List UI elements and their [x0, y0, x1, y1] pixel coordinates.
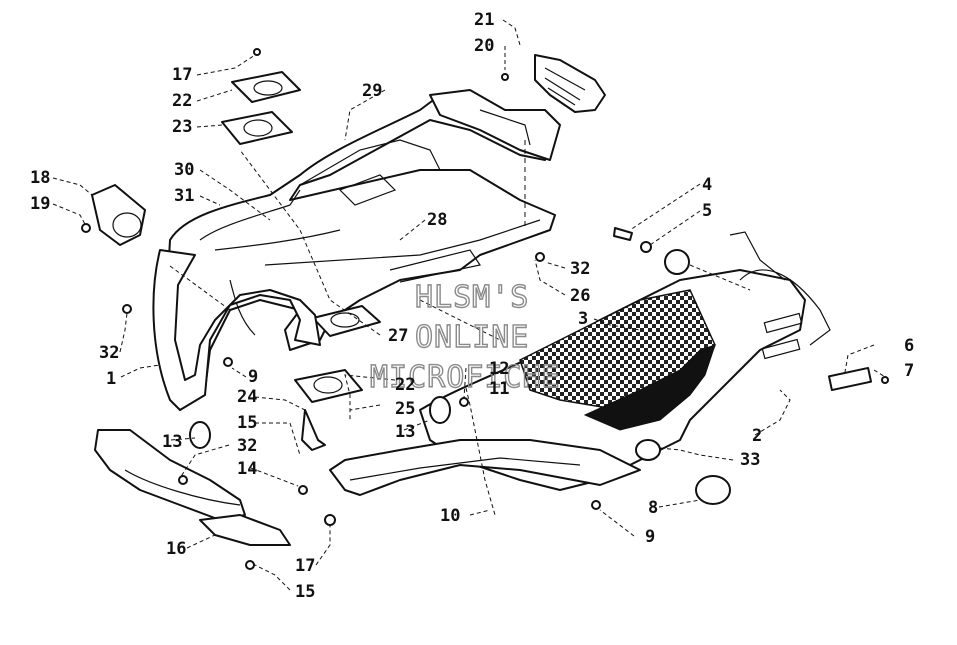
callout-31: 31 [174, 186, 194, 206]
right-side-panel [419, 231, 831, 491]
callout-32-bottom: 32 [237, 436, 257, 456]
leader-lines [52, 19, 888, 591]
callout-26: 26 [570, 286, 590, 306]
callout-19: 19 [30, 194, 50, 214]
callout-7: 7 [904, 361, 914, 381]
callout-17-top: 17 [172, 65, 192, 85]
callout-18: 18 [30, 168, 50, 188]
callout-13-mid: 13 [395, 422, 415, 442]
callout-4: 4 [702, 175, 712, 195]
callout-9-right: 9 [645, 527, 655, 547]
callout-15-bottom: 15 [295, 582, 315, 602]
grommet-cup [91, 184, 146, 246]
callout-3: 3 [578, 309, 588, 329]
callout-13-left: 13 [162, 432, 182, 452]
lower-front-bumper [329, 439, 641, 496]
callout-6: 6 [904, 336, 914, 356]
callout-24: 24 [237, 387, 257, 407]
callout-30: 30 [174, 160, 194, 180]
callout-2: 2 [752, 426, 762, 446]
callout-11: 11 [489, 379, 509, 399]
callout-23: 23 [172, 117, 192, 137]
callout-5: 5 [702, 201, 712, 221]
callout-21: 21 [474, 10, 494, 30]
handlebar-bracket [429, 54, 606, 161]
callout-32-left: 32 [99, 343, 119, 363]
watermark: HLSM'S ONLINE MICROFICHE [369, 279, 561, 395]
callout-9-left: 9 [248, 367, 258, 387]
callout-10: 10 [440, 506, 460, 526]
callout-25: 25 [395, 399, 415, 419]
callout-14: 14 [237, 459, 257, 479]
callout-22-mid: 22 [395, 375, 415, 395]
watermark-line-2: ONLINE [415, 320, 529, 355]
callout-28: 28 [427, 210, 447, 230]
callout-labels: 21 20 29 17 22 23 30 31 28 18 19 4 5 32 … [30, 10, 914, 602]
callout-1: 1 [106, 369, 116, 389]
callout-16: 16 [166, 539, 186, 559]
gasket-plates [221, 71, 381, 403]
callout-29: 29 [362, 81, 382, 101]
callout-33: 33 [740, 450, 760, 470]
callout-22-top: 22 [172, 91, 192, 111]
callout-15-mid: 15 [237, 413, 257, 433]
callout-32-right: 32 [570, 259, 590, 279]
callout-17-bottom: 17 [295, 556, 315, 576]
watermark-line-3: MICROFICHE [370, 360, 561, 395]
front-nose-piece [94, 429, 291, 546]
callout-20: 20 [474, 36, 494, 56]
callout-27: 27 [388, 326, 408, 346]
callout-8: 8 [648, 498, 658, 518]
callout-12: 12 [489, 359, 509, 379]
watermark-line-1: HLSM'S [415, 280, 529, 315]
